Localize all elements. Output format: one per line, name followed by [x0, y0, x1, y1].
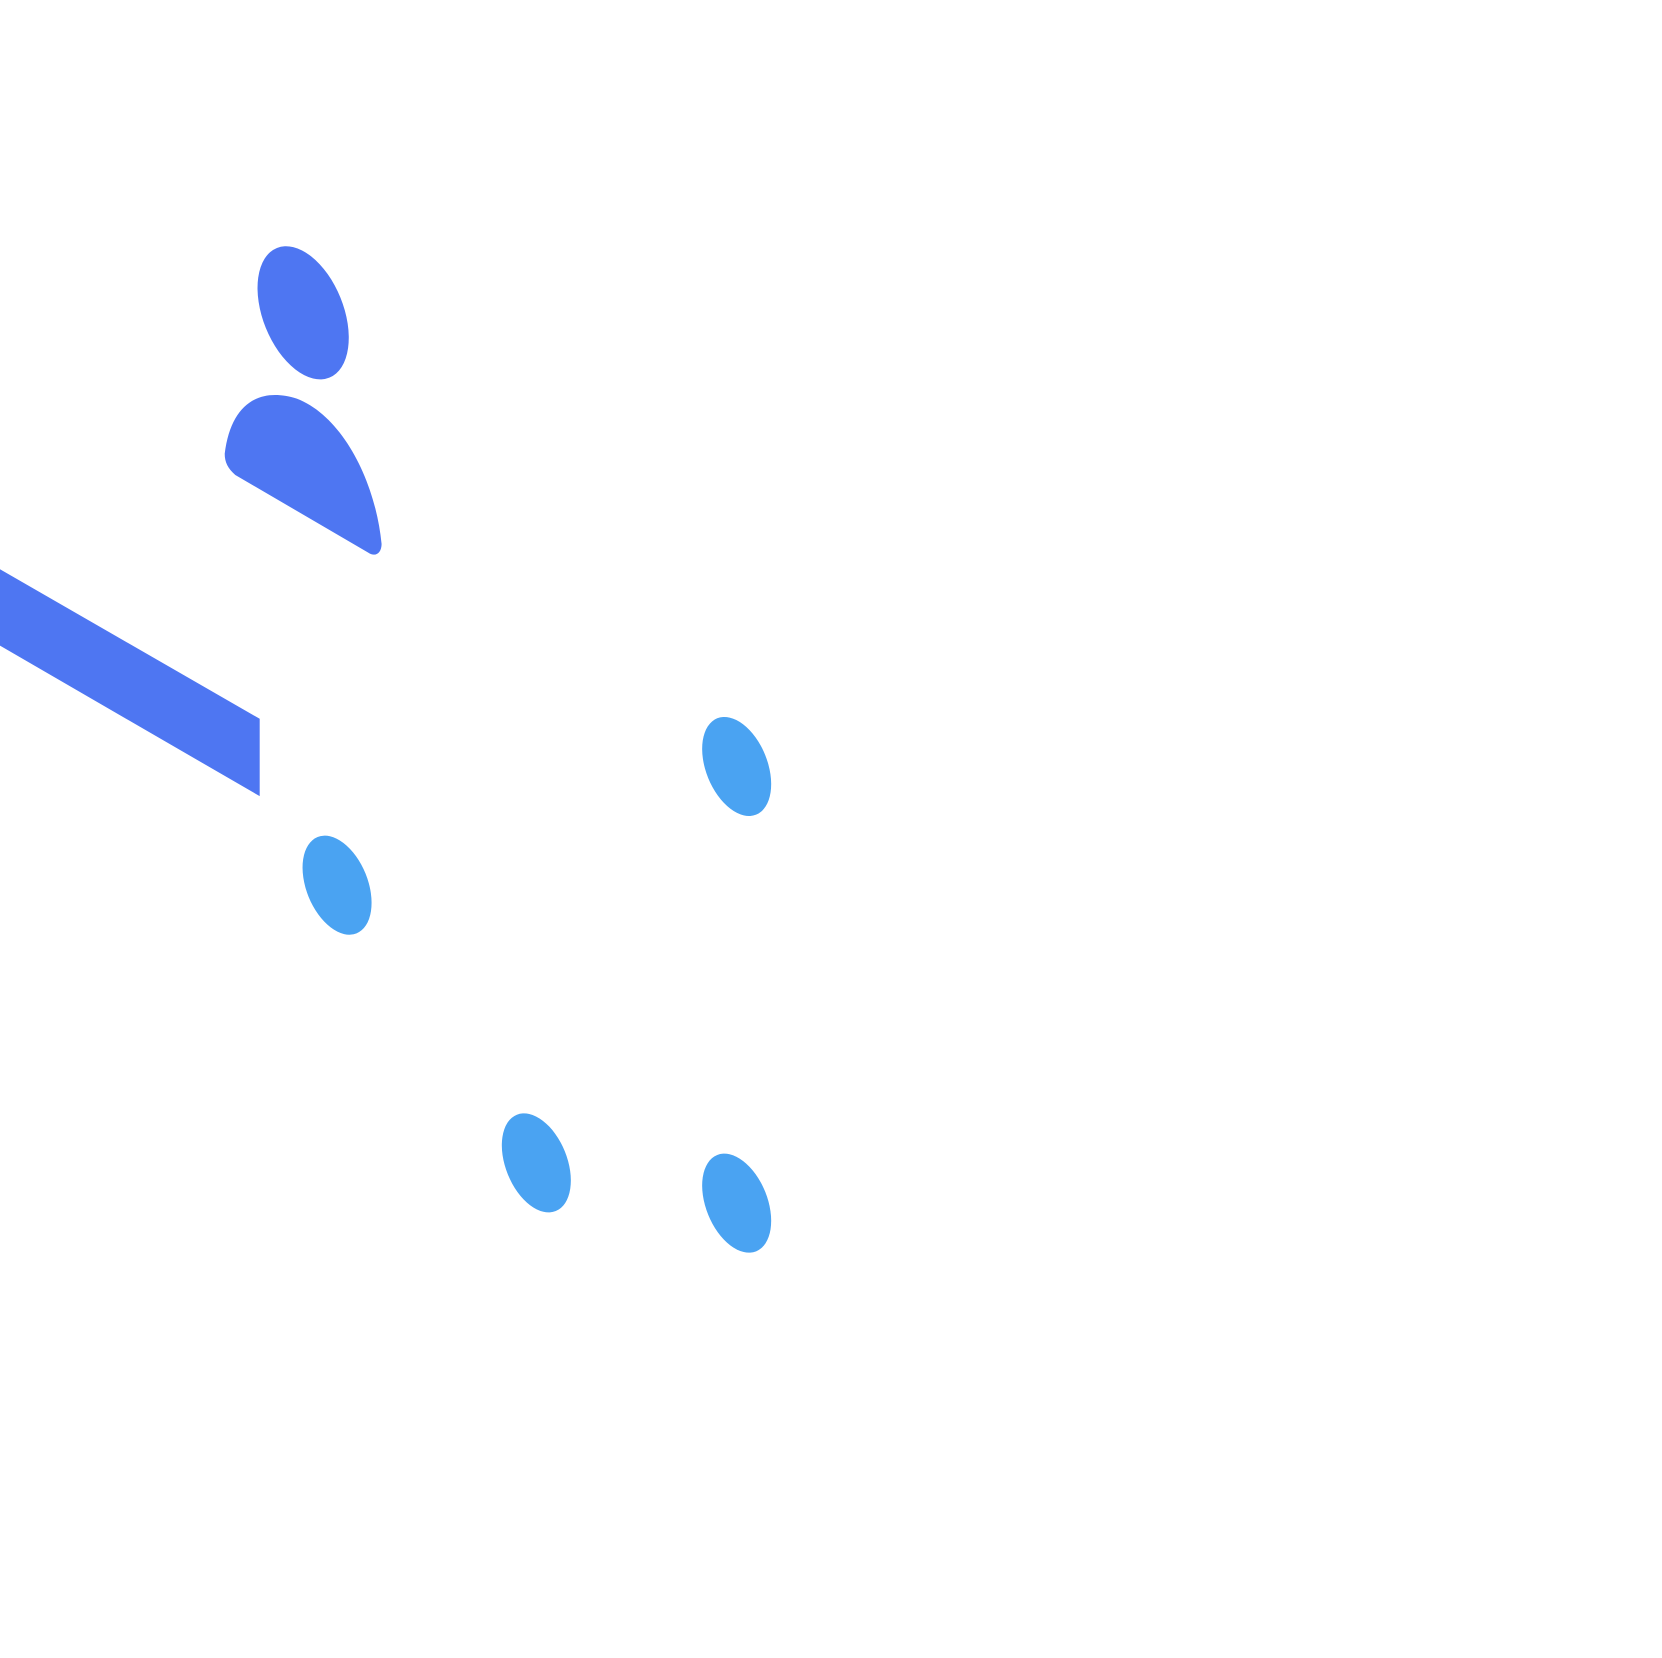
- dots-group: [302, 716, 772, 1253]
- dot-shape: [702, 716, 772, 816]
- dot-shape: [302, 835, 372, 935]
- bar-shape: [0, 569, 260, 797]
- user-icon: [224, 246, 382, 555]
- user-head-shape: [257, 246, 349, 380]
- user-body-shape: [224, 395, 382, 555]
- dot-shape: [702, 1153, 772, 1253]
- dot-shape: [501, 1113, 571, 1213]
